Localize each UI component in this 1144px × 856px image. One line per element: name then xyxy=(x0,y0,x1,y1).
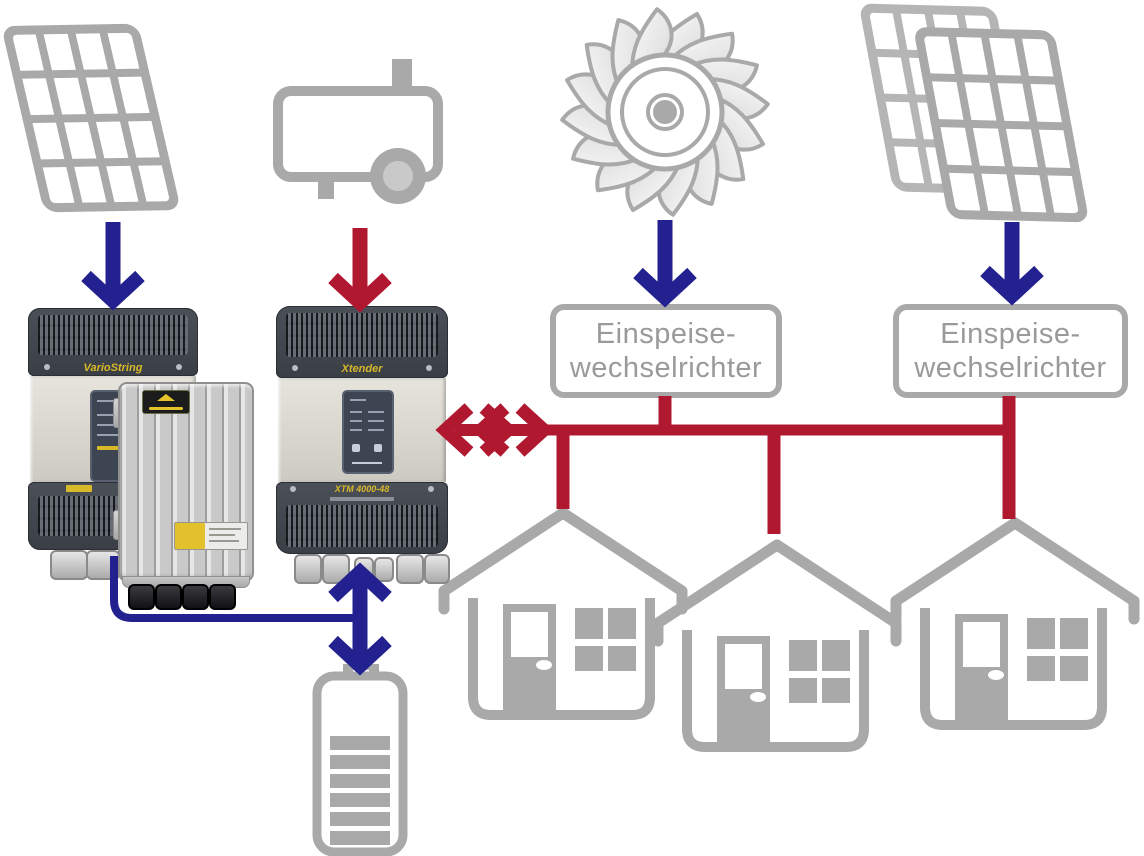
xtender-bottom-cap: XTM 4000-48 xyxy=(276,482,448,554)
cable-gland xyxy=(182,584,209,610)
panel-button xyxy=(352,444,360,452)
house-icon xyxy=(438,507,688,720)
vent-grille xyxy=(286,505,438,547)
feed-in-inverter-1-line1: Einspeise- xyxy=(595,318,737,350)
panel-button xyxy=(374,444,382,452)
feed-in-inverter-box-2: Einspeise- wechselrichter xyxy=(893,304,1128,398)
house-icon xyxy=(652,539,902,752)
generator-icon xyxy=(273,59,443,204)
hydro-turbine-icon xyxy=(558,5,772,219)
feed-in-inverter-box-1: Einspeise- wechselrichter xyxy=(550,304,782,398)
solar-panel-icon xyxy=(3,23,179,213)
xtender-top-cap: Xtender xyxy=(276,306,448,378)
cable-gland xyxy=(374,557,394,582)
cable-gland xyxy=(155,584,182,610)
house-icon xyxy=(890,517,1140,730)
cable-gland xyxy=(424,554,450,584)
variostring-top-cap: VarioString xyxy=(28,308,198,376)
solar-array-icon xyxy=(860,3,1088,223)
cable-gland xyxy=(354,557,374,582)
mppt-controller-device xyxy=(113,382,258,610)
cable-gland xyxy=(322,554,350,584)
variostring-model-mark xyxy=(66,485,92,492)
feed-in-inverter-2-line2: wechselrichter xyxy=(914,352,1107,384)
rating-label xyxy=(174,522,248,550)
cable-gland xyxy=(396,554,424,584)
cable-gland xyxy=(128,584,155,610)
vent-grille xyxy=(286,313,438,357)
xtender-device: Xtender XTM 4000-48 xyxy=(276,304,450,586)
cable-gland xyxy=(86,550,120,580)
cable-gland xyxy=(209,584,236,610)
xtender-model-subline xyxy=(330,497,394,501)
brand-logo-chip xyxy=(142,390,190,414)
xtender-front-panel xyxy=(342,390,394,474)
cable-gland xyxy=(50,550,88,580)
vent-grille xyxy=(38,315,188,355)
xtender-model-label: XTM 4000-48 xyxy=(334,484,390,494)
feed-in-inverter-2-line1: Einspeise- xyxy=(940,318,1081,350)
feed-in-inverter-1-line2: wechselrichter xyxy=(569,352,763,384)
xtender-label: Xtender xyxy=(341,363,383,375)
cable-gland xyxy=(294,554,322,584)
battery-icon xyxy=(312,664,408,856)
variostring-label: VarioString xyxy=(83,362,143,374)
